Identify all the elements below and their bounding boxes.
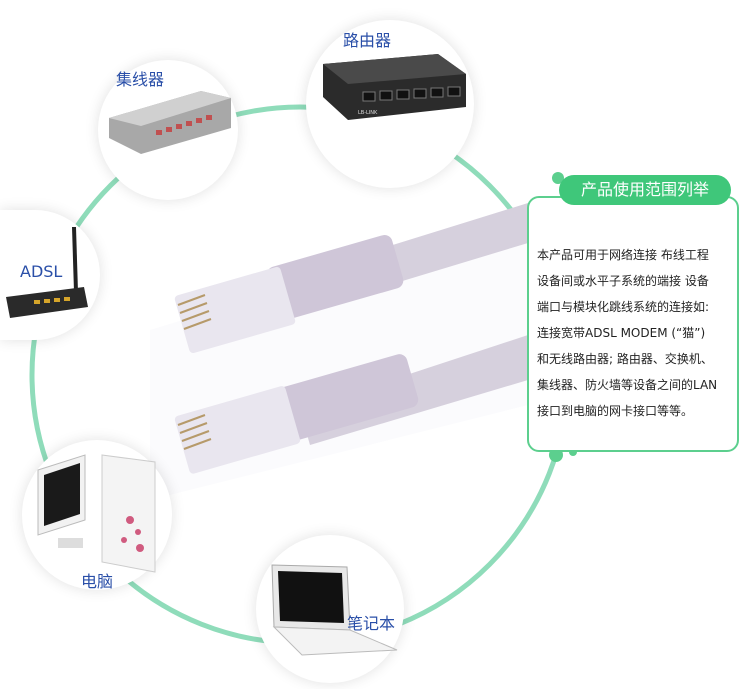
usage-info-line: 接口到电脑的网卡接口等等。 <box>537 404 694 418</box>
hub-icon <box>109 91 231 154</box>
laptop-label: 笔记本 <box>347 614 396 633</box>
ethernet-cable-image <box>150 203 528 500</box>
usage-info-line: 和无线路由器; 路由器、交换机、 <box>537 352 713 366</box>
usage-info-title: 产品使用范围列举 <box>559 175 731 205</box>
pc-label: 电脑 <box>81 572 114 591</box>
laptop-icon <box>271 564 398 656</box>
usage-info-box <box>527 196 739 452</box>
usage-info-line: 本产品可用于网络连接 布线工程 <box>537 248 709 262</box>
usage-info-line: 设备间或水平子系统的端接 设备 <box>537 274 709 288</box>
adsl-label: ADSL <box>20 262 63 281</box>
router-icon: LB-LINK <box>323 54 466 120</box>
router-label: 路由器 <box>343 31 392 50</box>
adsl-node <box>0 210 100 340</box>
usage-info-text: 本产品可用于网络连接 布线工程 设备间或水平子系统的端接 设备 端口与模块化跳线… <box>537 242 737 424</box>
usage-info-line: 集线器、防火墙等设备之间的LAN <box>537 378 718 392</box>
usage-info-line: 连接宽带ADSL MODEM (“猫”) <box>537 326 706 340</box>
usage-info-line: 端口与模块化跳线系统的连接如: <box>537 300 710 314</box>
adsl-modem-icon <box>6 226 88 318</box>
router-brand: LB-LINK <box>358 110 378 116</box>
desktop-computer-icon <box>37 454 156 573</box>
hub-label: 集线器 <box>116 70 165 89</box>
